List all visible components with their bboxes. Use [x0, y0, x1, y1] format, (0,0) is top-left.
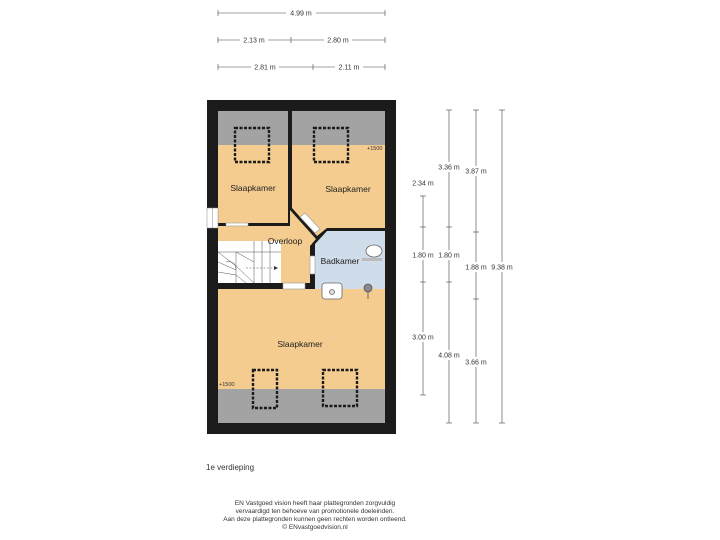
dim-col3-b: 1.88 m: [465, 265, 487, 272]
disclaimer-footer: EN Vastgoed vision heeft haar plattegron…: [0, 500, 630, 532]
skylight-bottom-right: [321, 368, 359, 408]
dim-col3-a: 3.87 m: [465, 169, 487, 176]
dim-col1-b: 1.80 m: [412, 253, 434, 260]
label-slaapkamer-top-right: Slaapkamer: [325, 184, 371, 194]
dim-col3-c: 3.66 m: [465, 360, 487, 367]
doors: [225, 212, 321, 290]
sloped-roof-zone: [218, 389, 385, 423]
label-overloop: Overloop: [268, 236, 303, 246]
dim-col1-c: 3.00 m: [412, 335, 434, 342]
dim-total-width: 4.99 m: [290, 11, 312, 18]
skylight-top-right: [312, 126, 350, 164]
label-slaapkamer-top-left: Slaapkamer: [230, 183, 276, 193]
skylight-bottom-left: [251, 368, 279, 410]
dim-col1-a: 2.34 m: [412, 181, 434, 188]
footer-copyright: © ENvastgoedvision.nl: [282, 524, 348, 531]
dim-col4-total: 9.38 m: [491, 265, 513, 272]
floor-label: 1e verdieping: [206, 463, 255, 472]
dim-row2-left: 2.13 m: [243, 38, 265, 45]
shower-drain-icon: [363, 283, 373, 293]
elevation-mark-top-right: +1500: [367, 146, 382, 152]
staircase: [217, 241, 281, 284]
label-badkamer: Badkamer: [321, 256, 360, 266]
dim-col2-a: 3.36 m: [438, 165, 460, 172]
toilet-icon: [365, 244, 383, 258]
bathroom-fixtures: [321, 244, 383, 300]
dim-col2-c: 4.08 m: [438, 353, 460, 360]
window-left-wall: [206, 207, 219, 229]
dim-row3-left: 2.81 m: [254, 65, 276, 72]
elevation-mark-bottom-left: +1500: [219, 382, 234, 388]
skylights: [233, 126, 359, 410]
room-labels: Slaapkamer Slaapkamer Overloop Badkamer …: [219, 146, 382, 388]
dim-row3-right: 2.11 m: [339, 65, 360, 72]
footer-line: Aan deze plattegronden kunnen geen recht…: [223, 516, 407, 523]
dim-row2-right: 2.80 m: [327, 38, 349, 45]
label-slaapkamer-bottom: Slaapkamer: [277, 339, 323, 349]
footer-line: EN Vastgoed vision heeft haar plattegron…: [234, 500, 396, 507]
side-dimension-labels: 2.34 m 1.80 m 3.00 m 3.36 m 1.80 m 4.08 …: [410, 162, 515, 367]
dim-col2-b: 1.80 m: [438, 253, 460, 260]
footer-line: vervaardigd ten behoeve van promotionele…: [235, 508, 395, 515]
top-dimension-labels: 4.99 m 2.13 m 2.80 m 2.81 m 2.11 m: [240, 8, 363, 72]
skylight-top-left: [233, 126, 271, 164]
